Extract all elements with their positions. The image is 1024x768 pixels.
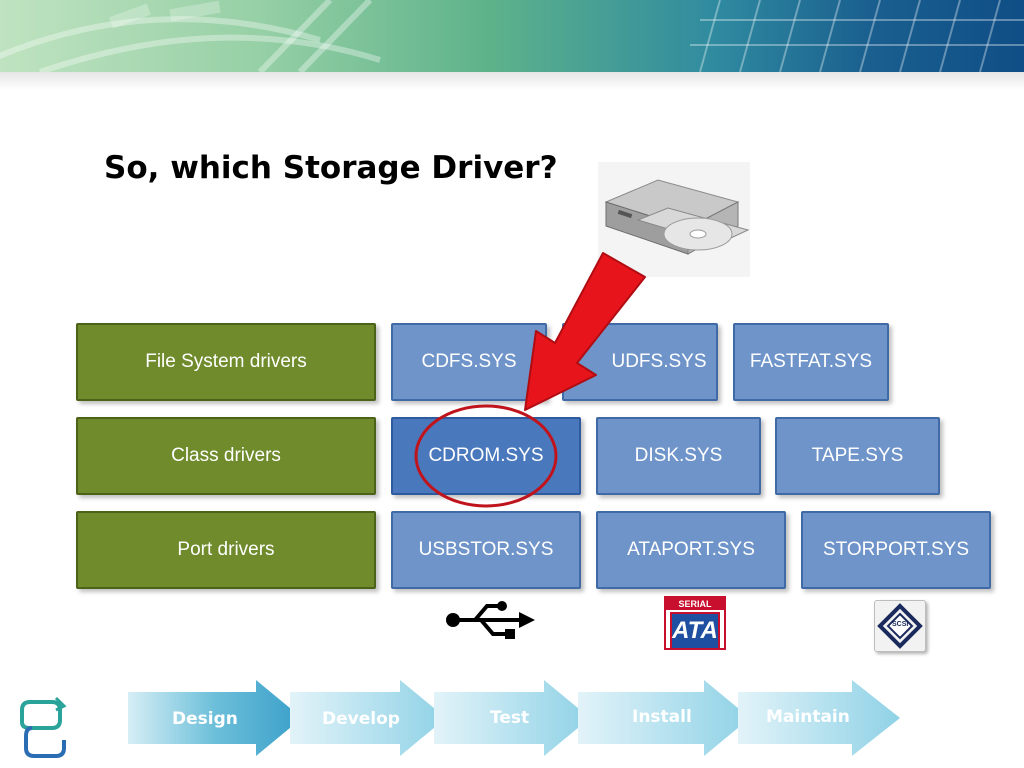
category-label: Port drivers	[177, 539, 275, 560]
banner-decoration	[0, 0, 1024, 72]
pipeline-arrow-design	[128, 680, 302, 756]
pipeline-arrow-install	[578, 680, 750, 756]
pipeline-arrows	[128, 680, 900, 756]
driver-box-cdrom: CDROM.SYS	[391, 417, 581, 495]
category-class-drivers: Class drivers	[76, 417, 376, 495]
driver-box-ataport: ATAPORT.SYS	[596, 511, 786, 589]
banner-shadow	[0, 72, 1024, 90]
driver-label: CDROM.SYS	[428, 445, 544, 466]
stage-install: Install	[632, 707, 692, 727]
highlight-circle	[414, 404, 558, 508]
category-file-system-drivers: File System drivers	[76, 323, 376, 401]
driver-box-tape: TAPE.SYS	[775, 417, 940, 495]
driver-box-disk: DISK.SYS	[596, 417, 761, 495]
driver-label: USBSTOR.SYS	[418, 539, 554, 560]
scsi-logo-text: SCSI	[892, 621, 909, 628]
stage-maintain: Maintain	[766, 707, 850, 727]
stage-develop: Develop	[322, 709, 400, 729]
scsi-logo: SCSI	[874, 600, 926, 652]
stage-design: Design	[172, 709, 238, 729]
category-label: Class drivers	[171, 445, 281, 466]
company-logo-icon	[20, 696, 67, 758]
pipeline-arrow-test	[434, 680, 590, 756]
lifecycle-pipeline: Design Develop Test Install Maintain	[0, 670, 1024, 768]
driver-box-cdfs: CDFS.SYS	[391, 323, 547, 401]
driver-label: ATAPORT.SYS	[627, 539, 755, 560]
driver-label: CDFS.SYS	[421, 351, 517, 372]
red-arrow-icon	[524, 252, 646, 411]
driver-label: STORPORT.SYS	[822, 539, 970, 560]
scsi-diamond-icon	[877, 603, 923, 649]
driver-label: FASTFAT.SYS	[749, 351, 873, 372]
slide-title: So, which Storage Driver?	[104, 150, 558, 186]
pipeline-arrow-develop	[290, 680, 446, 756]
pipeline-arrow-maintain	[738, 680, 900, 756]
driver-label: UDFS.SYS	[611, 351, 707, 372]
sata-logo-top-text: SERIAL	[666, 598, 724, 610]
header-banner	[0, 0, 1024, 72]
category-port-drivers: Port drivers	[76, 511, 376, 589]
driver-box-usbstor: USBSTOR.SYS	[391, 511, 581, 589]
driver-label: DISK.SYS	[634, 445, 723, 466]
usb-icon	[446, 601, 535, 639]
category-label: File System drivers	[145, 351, 307, 372]
serial-ata-logo: SERIAL ATA	[664, 596, 726, 650]
driver-box-storport: STORPORT.SYS	[801, 511, 991, 589]
stage-test: Test	[490, 708, 530, 728]
sata-logo-main-text: ATA	[670, 612, 720, 650]
driver-box-fastfat: FASTFAT.SYS	[733, 323, 889, 401]
driver-label: TAPE.SYS	[811, 445, 904, 466]
cd-drive-icon	[598, 162, 750, 277]
